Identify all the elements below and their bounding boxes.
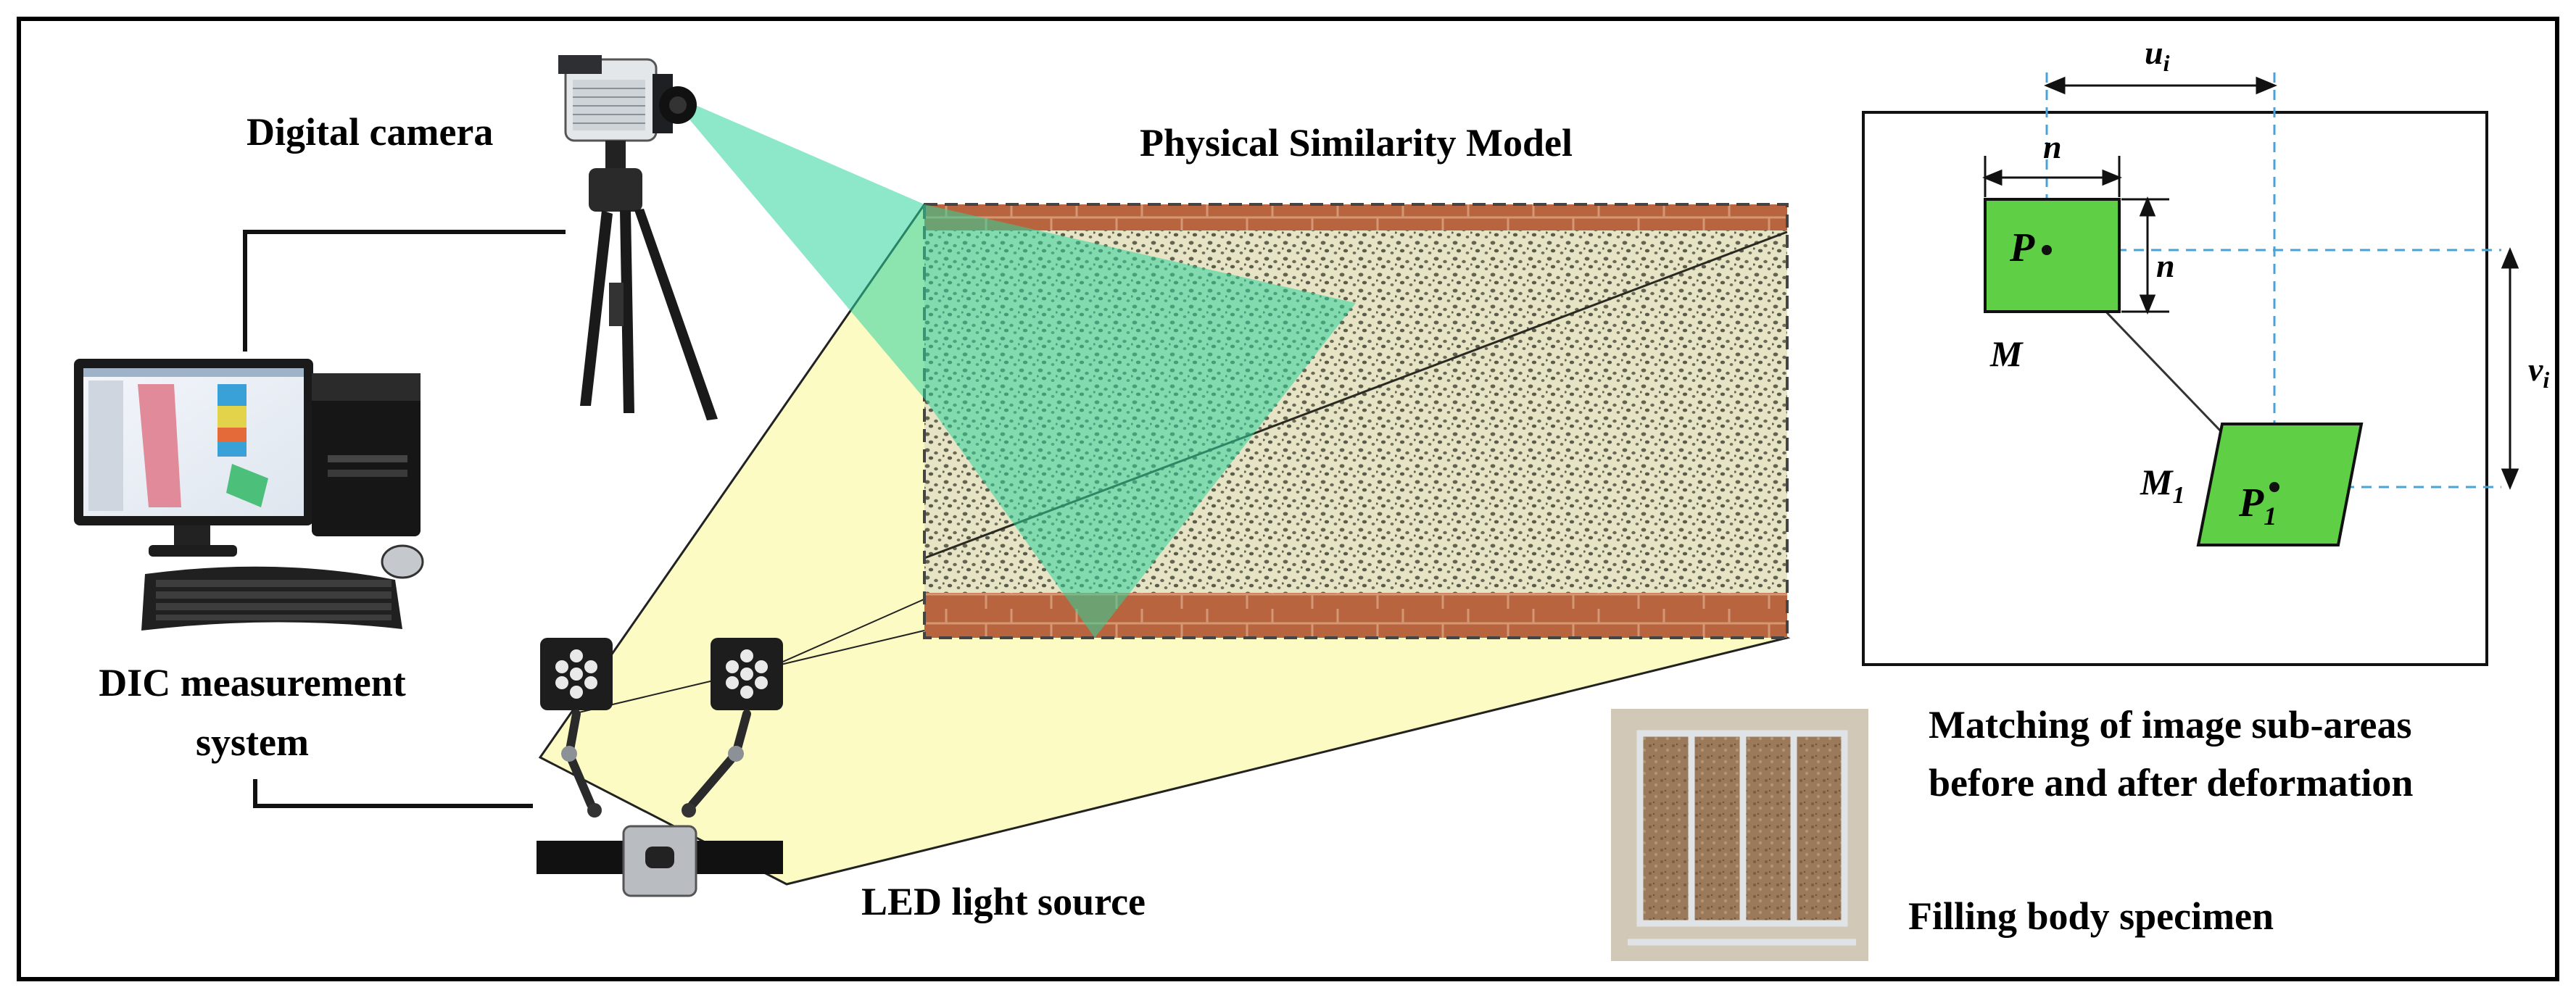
label-digital-camera: Digital camera bbox=[247, 110, 493, 154]
label-matching-line1: Matching of image sub-areas bbox=[1929, 703, 2411, 747]
camera-fov bbox=[667, 93, 1356, 638]
computer-tower bbox=[312, 373, 421, 536]
label-M1: M1 bbox=[2140, 462, 2184, 509]
cable-pc-led bbox=[253, 779, 533, 808]
label-led: LED light source bbox=[861, 880, 1146, 923]
filling-specimen bbox=[1611, 709, 1868, 961]
subset-M bbox=[1984, 198, 2121, 313]
label-P: P bbox=[2009, 225, 2035, 270]
label-v: vi bbox=[2528, 351, 2549, 393]
label-dic-line2: system bbox=[196, 720, 309, 764]
label-M: M bbox=[1989, 333, 2024, 374]
mouse bbox=[381, 544, 424, 579]
subarea-matching-diagram: ui n n P P1 M M1 vi bbox=[1862, 34, 2549, 666]
digital-camera bbox=[558, 55, 718, 420]
keyboard bbox=[141, 566, 402, 631]
label-P1: P1 bbox=[2238, 481, 2277, 531]
label-dic-line1: DIC measurement bbox=[99, 661, 405, 704]
outer-frame bbox=[17, 17, 2559, 981]
image-frame bbox=[1862, 111, 2488, 666]
cable-camera-pc bbox=[243, 230, 566, 352]
subset-M1 bbox=[2196, 423, 2364, 546]
computer-monitor bbox=[74, 359, 313, 557]
point-P1 bbox=[2269, 482, 2279, 492]
label-u: ui bbox=[2145, 34, 2170, 76]
label-physical-model: Physical Similarity Model bbox=[1140, 121, 1573, 165]
label-n-top: n bbox=[2043, 128, 2062, 165]
led-light-source bbox=[537, 638, 783, 897]
label-filling: Filling body specimen bbox=[1908, 894, 2274, 938]
point-P bbox=[2042, 245, 2052, 255]
label-n-side: n bbox=[2156, 247, 2175, 284]
label-matching-line2: before and after deformation bbox=[1929, 761, 2413, 804]
